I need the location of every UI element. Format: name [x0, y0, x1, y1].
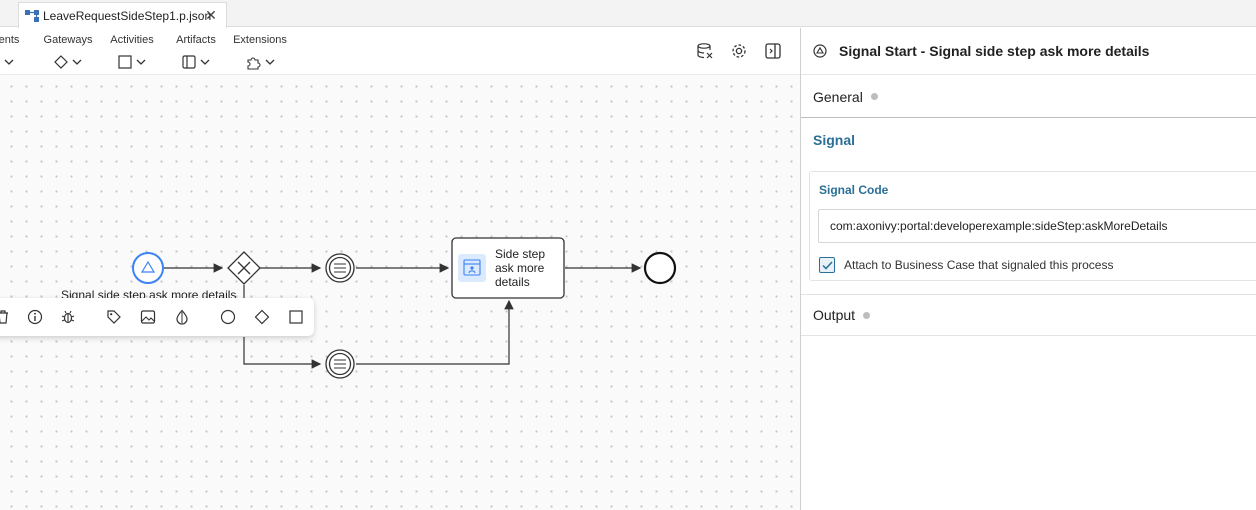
delete-icon[interactable] [0, 309, 10, 325]
square-activity-icon[interactable] [288, 309, 304, 325]
panel-header: Signal Start - Signal side step ask more… [801, 28, 1256, 75]
status-dot [863, 311, 871, 319]
chevron-down-icon [72, 59, 82, 65]
section-output[interactable]: Output [801, 294, 1256, 336]
end-event[interactable] [643, 251, 677, 285]
section-signal[interactable]: Signal [801, 120, 1256, 160]
user-task-activity[interactable] [451, 237, 565, 299]
signal-start-event[interactable] [132, 252, 164, 284]
intermediate-event[interactable] [325, 253, 355, 283]
properties-panel: Signal Start - Signal side step ask more… [801, 28, 1256, 510]
section-signal-label: Signal [813, 132, 856, 148]
tab-leave-request-side-step[interactable]: LeaveRequestSideStep1.p.json ✕ [18, 2, 227, 28]
chevron-down-icon [200, 59, 210, 65]
image-icon[interactable] [140, 309, 156, 325]
tag-icon[interactable] [106, 309, 122, 325]
editor-tab-bar: LeaveRequestSideStep1.p.json ✕ [0, 0, 1256, 28]
status-dot [870, 93, 878, 100]
attach-business-case-label: Attach to Business Case that signaled th… [844, 258, 1114, 272]
signal-code-box: Signal Code com:axonivy:portal:developer… [809, 171, 1256, 281]
activity-label: Side step ask more details [495, 247, 545, 289]
toolbar-group-extensions[interactable]: Extensions [233, 34, 287, 70]
toolbar-group-artifacts[interactable]: Artifacts [173, 34, 219, 70]
toolbar-label-artifacts: Artifacts [176, 34, 216, 46]
toolbar-label-activities: Activities [110, 34, 154, 46]
sequence-flow[interactable] [243, 337, 322, 369]
toolbar-label-gateways: Gateways [43, 34, 93, 46]
puzzle-icon [246, 56, 261, 70]
toolbar-group-activities[interactable]: Activities [108, 34, 156, 70]
toolbar-label-extensions: Extensions [233, 34, 287, 46]
process-editor-canvas[interactable]: ents Gateways Activities Artifacts [0, 28, 800, 510]
chevron-down-icon [265, 59, 274, 65]
data-class-icon[interactable] [696, 42, 714, 60]
activity-label-line: Side step [495, 247, 546, 261]
exclusive-gateway[interactable] [227, 251, 261, 285]
process-file-icon [25, 9, 39, 22]
section-general-label: General [813, 88, 863, 105]
activity-square-icon [118, 55, 132, 69]
chevron-down-icon [4, 59, 14, 65]
panel-title: Signal Start - Signal side step ask more… [839, 43, 1150, 59]
quick-action-bar [0, 298, 314, 336]
process-diagram [132, 237, 677, 379]
close-icon[interactable]: ✕ [205, 7, 217, 23]
info-icon[interactable] [27, 309, 43, 325]
artifact-panel-icon [182, 55, 196, 69]
tab-title: LeaveRequestSideStep1.p.json [43, 8, 212, 23]
diamond-gateway-icon[interactable] [254, 309, 270, 325]
toolbar-group-gateways[interactable]: Gateways [43, 34, 93, 70]
intermediate-event[interactable] [325, 349, 355, 379]
attach-business-case-checkbox[interactable] [819, 257, 835, 273]
signal-code-input[interactable]: com:axonivy:portal:developerexample:side… [818, 209, 1256, 243]
activity-label-line: ask more [495, 261, 545, 275]
gateway-diamond-icon [54, 55, 68, 69]
color-drop-icon[interactable] [174, 309, 190, 325]
panel-divider[interactable] [800, 28, 801, 510]
toolbar-group-events[interactable]: ents [0, 34, 21, 70]
circle-event-icon[interactable] [220, 309, 236, 325]
section-general[interactable]: General [801, 76, 1256, 118]
signal-start-icon [813, 44, 827, 58]
toolbar-label-events: ents [0, 34, 20, 46]
chevron-down-icon [136, 59, 146, 65]
gear-icon[interactable] [730, 42, 748, 60]
sequence-flow[interactable] [356, 299, 514, 365]
editor-toolbar: ents Gateways Activities Artifacts [0, 28, 800, 75]
attach-business-case-row[interactable]: Attach to Business Case that signaled th… [819, 257, 1113, 273]
checkmark-icon [821, 260, 833, 270]
toggle-panel-icon[interactable] [764, 42, 782, 60]
section-output-label: Output [813, 307, 856, 323]
activity-label-line: details [495, 275, 530, 289]
signal-code-label: Signal Code [819, 183, 889, 197]
bug-icon[interactable] [60, 309, 76, 325]
